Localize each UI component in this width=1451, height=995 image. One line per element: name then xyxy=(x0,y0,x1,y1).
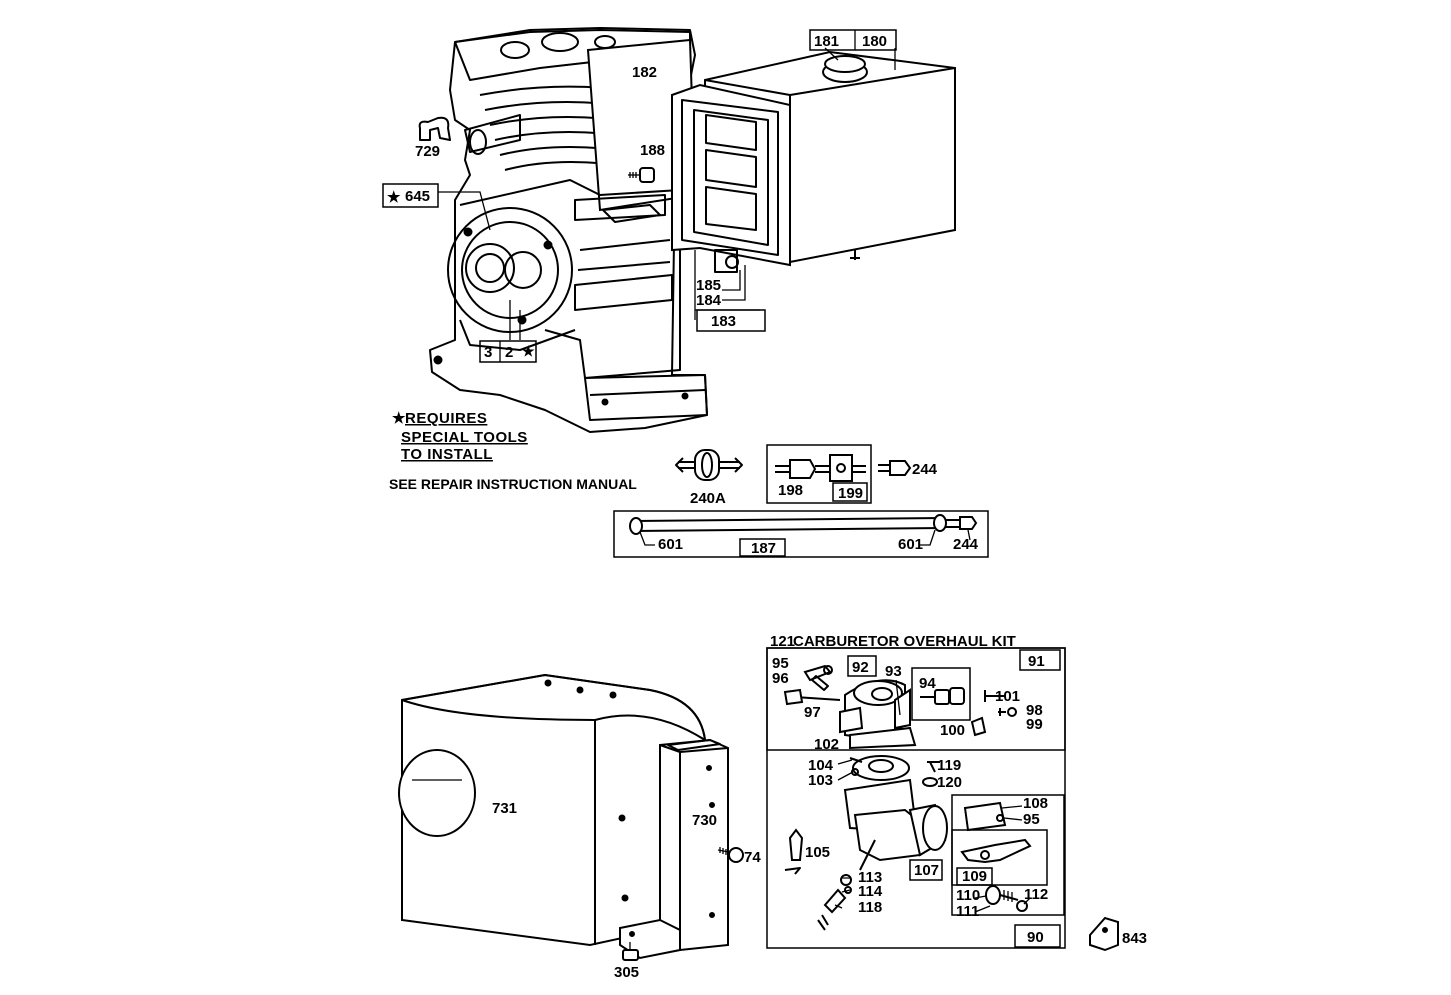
label-187: 187 xyxy=(751,540,776,557)
box-645 xyxy=(382,183,439,208)
label-120: 120 xyxy=(937,774,962,791)
label-119: 119 xyxy=(937,757,961,774)
leader-185-184 xyxy=(722,265,746,301)
label-111: 111 xyxy=(956,903,979,920)
label-305: 305 xyxy=(614,964,639,981)
fittings-198-199-drawing xyxy=(766,444,872,504)
label-601-left: 601 xyxy=(658,536,683,553)
label-843: 843 xyxy=(1122,930,1147,947)
box-3-2 xyxy=(479,340,537,363)
label-184: 184 xyxy=(696,292,722,309)
label-109: 109 xyxy=(962,868,987,885)
label-198: 198 xyxy=(778,482,803,499)
carburetor-body-drawing xyxy=(817,679,948,931)
note-requires-line1: REQUIRES xyxy=(405,410,487,427)
label-93: 93 xyxy=(885,663,902,680)
label-108: 108 xyxy=(1023,795,1048,812)
label-105: 105 xyxy=(805,844,830,861)
star-icon: ★ xyxy=(387,189,401,206)
star-icon-small: ★ xyxy=(522,343,535,359)
label-645: 645 xyxy=(405,188,430,205)
kit-title: CARBURETOR OVERHAUL KIT xyxy=(793,633,1016,650)
label-104: 104 xyxy=(808,757,834,774)
bracket-730-drawing xyxy=(619,738,729,960)
carb-small-parts-drawing xyxy=(783,664,1032,912)
label-110: 110 xyxy=(956,887,980,904)
label-99: 99 xyxy=(1026,716,1043,733)
label-95-right: 95 xyxy=(1023,811,1040,828)
label-3: 3 xyxy=(484,344,492,361)
label-97: 97 xyxy=(804,704,821,721)
note-requires-line3: TO INSTALL xyxy=(401,446,493,463)
label-182: 182 xyxy=(632,64,657,81)
bolt-188-icon xyxy=(628,167,655,183)
fuel-filter-240a-drawing xyxy=(675,449,743,481)
label-102: 102 xyxy=(814,736,839,753)
label-2: 2 xyxy=(505,344,513,361)
note-requires-line2: SPECIAL TOOLS xyxy=(401,429,528,446)
label-101: 101 xyxy=(995,688,1020,705)
nut-305-icon xyxy=(622,942,639,961)
label-729: 729 xyxy=(415,143,440,160)
leader-3-2 xyxy=(509,300,521,340)
fitting-244-icon xyxy=(878,460,912,476)
label-100: 100 xyxy=(940,722,965,739)
label-730: 730 xyxy=(692,812,717,829)
label-181: 181 xyxy=(814,33,839,50)
label-74: 74 xyxy=(744,849,761,866)
box-180 xyxy=(809,29,897,51)
label-96: 96 xyxy=(772,670,789,687)
label-183: 183 xyxy=(711,313,736,330)
label-103: 103 xyxy=(808,772,833,789)
label-188: 188 xyxy=(640,142,665,159)
label-114: 114 xyxy=(858,883,883,900)
label-199: 199 xyxy=(838,485,863,502)
engine-block-drawing xyxy=(429,27,708,433)
label-244-top: 244 xyxy=(912,461,938,478)
carburetor-kit-frame xyxy=(766,647,1066,949)
label-91: 91 xyxy=(1028,653,1045,670)
label-107: 107 xyxy=(914,862,939,879)
requires-star-icon: ★ xyxy=(392,410,406,427)
label-601-right: 601 xyxy=(898,536,923,553)
label-731: 731 xyxy=(492,800,517,817)
label-95-top: 95 xyxy=(772,655,789,672)
label-244-right: 244 xyxy=(953,536,979,553)
label-118: 118 xyxy=(858,899,882,916)
note-repair-manual: SEE REPAIR INSTRUCTION MANUAL xyxy=(389,476,637,492)
part-labels: 729 ★ 645 182 181 180 188 185 184 183 3 … xyxy=(387,33,1147,981)
label-113: 113 xyxy=(858,869,882,886)
label-240a: 240A xyxy=(690,490,726,507)
part-843-drawing xyxy=(1089,916,1119,952)
label-90: 90 xyxy=(1027,929,1044,946)
leader-645 xyxy=(438,191,491,231)
box-183 xyxy=(696,309,766,332)
screw-74-icon xyxy=(717,847,744,863)
label-98: 98 xyxy=(1026,702,1043,719)
clip-729-icon xyxy=(418,116,451,141)
label-92: 92 xyxy=(852,659,869,676)
label-94: 94 xyxy=(919,675,936,692)
fuel-line-187-drawing xyxy=(613,510,989,558)
label-180: 180 xyxy=(862,33,887,50)
air-cleaner-frame-drawing xyxy=(671,83,791,273)
label-185: 185 xyxy=(696,277,721,294)
kit-number: 121 xyxy=(770,633,795,650)
carb-leader-lines xyxy=(834,679,1031,913)
